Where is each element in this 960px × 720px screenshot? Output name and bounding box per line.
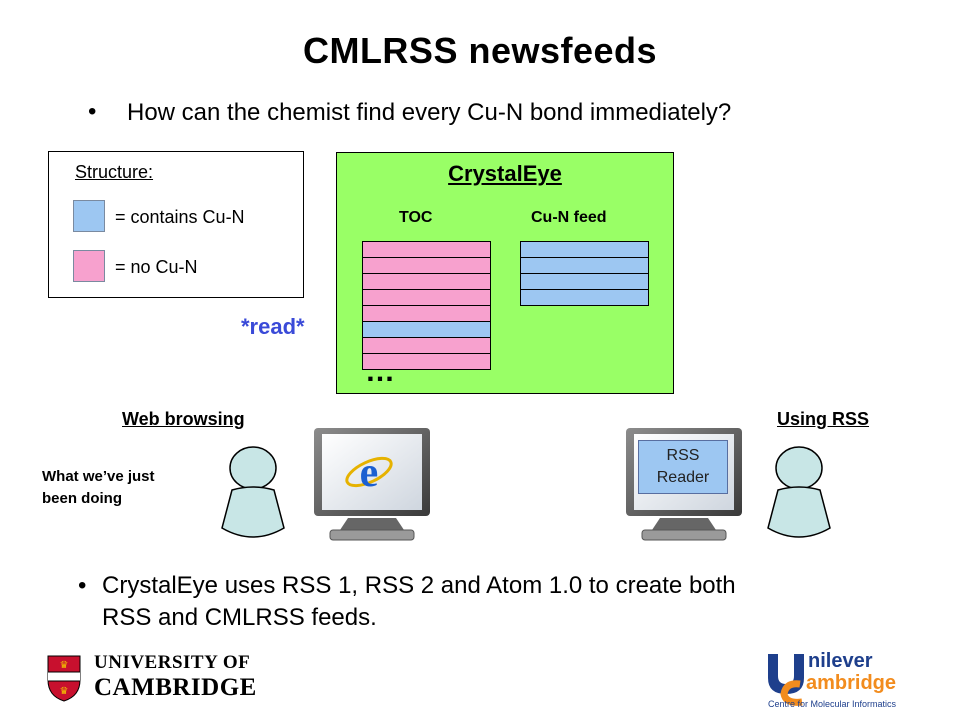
toc-entry <box>362 274 491 290</box>
toc-entry <box>362 322 491 338</box>
toc-stack <box>362 241 491 371</box>
toc-entry <box>362 306 491 322</box>
cu-n-feed-entry <box>520 241 649 258</box>
cu-n-feed-stack <box>520 241 649 311</box>
unilever-logo-line2: ambridge <box>806 672 897 694</box>
toc-entry <box>362 290 491 306</box>
unilever-logo-line1: nilever <box>808 650 873 672</box>
bottom-text-line2: RSS and CMLRSS feeds. <box>102 604 377 631</box>
page-title: CMLRSS newsfeeds <box>302 30 658 71</box>
unilever-cambridge-logo-icon <box>768 654 804 706</box>
svg-text:e: e <box>360 450 379 496</box>
toc-label: TOC <box>399 209 433 226</box>
crystaleye-box: CrystalEye TOC Cu-N feed … <box>336 152 674 394</box>
ellipsis: … <box>365 355 396 388</box>
svg-text:♛: ♛ <box>60 686 69 697</box>
contains-cu-n-label: = contains Cu-N <box>115 207 245 227</box>
no-cu-n-swatch <box>73 250 105 282</box>
cu-n-feed-label: Cu-N feed <box>531 209 607 226</box>
cambridge-crest-icon: ♛ ♛ <box>47 655 81 702</box>
cu-n-feed-entry <box>520 258 649 274</box>
web-browsing-label: Web browsing <box>122 409 245 429</box>
toc-entry <box>362 354 491 370</box>
university-logo-line2: CAMBRIDGE <box>94 674 257 701</box>
cu-n-feed-entry <box>520 274 649 290</box>
toc-entry <box>362 338 491 354</box>
person-icon <box>767 446 831 538</box>
question-text: How can the chemist find every Cu-N bond… <box>127 99 732 126</box>
legend-title: Structure: <box>75 162 154 182</box>
person-icon <box>221 446 285 538</box>
what-weve-been-doing-text: What we’ve just been doing <box>42 466 212 510</box>
no-cu-n-label: = no Cu-N <box>115 257 198 277</box>
svg-text:♛: ♛ <box>60 660 69 671</box>
unilever-logo-subtitle: Centre for Molecular Informatics <box>768 699 897 709</box>
using-rss-label: Using RSS <box>777 409 870 429</box>
rss-reader-line2: Reader <box>656 469 710 486</box>
bullet-marker: • <box>78 572 87 599</box>
contains-cu-n-swatch <box>73 200 105 232</box>
what-text-line2: been doing <box>42 490 122 507</box>
monitor-icon <box>314 428 430 541</box>
cu-n-feed-entry <box>520 290 649 306</box>
toc-entry <box>362 258 491 274</box>
rss-reader-line1: RSS <box>666 447 700 464</box>
toc-entry <box>362 241 491 258</box>
what-text-line1: What we’ve just <box>42 468 155 485</box>
internet-explorer-icon: e <box>345 450 393 496</box>
crystaleye-title: CrystalEye <box>448 161 562 186</box>
read-label: *read* <box>241 314 305 339</box>
legend-box: Structure: = contains Cu-N = no Cu-N <box>48 151 304 298</box>
university-logo-line1: UNIVERSITY OF <box>94 652 251 673</box>
bullet-marker: • <box>88 98 97 125</box>
bottom-text-line1: CrystalEye uses RSS 1, RSS 2 and Atom 1.… <box>102 572 736 599</box>
rss-reader-window: RSS Reader <box>638 440 728 494</box>
